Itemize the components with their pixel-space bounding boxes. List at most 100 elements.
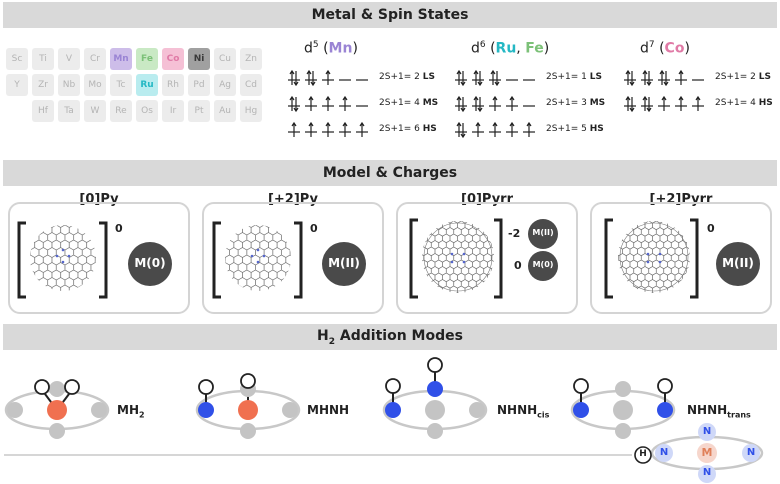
spin-up-arrow <box>359 121 365 137</box>
spin-up-arrow <box>526 121 532 137</box>
mode-label: MHNH <box>307 403 350 417</box>
spin-down-arrow <box>293 71 299 87</box>
legend-n-label: N <box>702 426 712 437</box>
mode-nhnh-trans-diagram <box>573 378 673 439</box>
charge-label: 0 <box>310 222 318 235</box>
element-cell-tc: Tc <box>110 74 132 96</box>
spin-multiplicity-label: 2S+1= 4 MS <box>379 98 439 108</box>
orbital-diagram <box>288 121 368 137</box>
element-cell-rh: Rh <box>162 74 184 96</box>
spin-multiplicity-label: 2S+1= 2 LS <box>715 72 771 82</box>
spin-down-arrow <box>646 97 652 113</box>
spin-up-arrow <box>473 69 479 85</box>
mode-nhnh-cis-diagram <box>385 357 485 439</box>
metal-label: M(II) <box>722 256 754 270</box>
element-cell-y: Y <box>6 74 28 96</box>
atom-legend <box>634 423 760 483</box>
element-cell-v: V <box>58 48 80 70</box>
metal-name: Ru <box>495 40 517 57</box>
spin-down-arrow <box>646 71 652 87</box>
spin-multiplicity-label: 2S+1= 5 HS <box>546 124 604 134</box>
model-panel-2pyrr <box>590 202 772 314</box>
orbital-diagram <box>455 95 535 113</box>
spin-multiplicity-label: 2S+1= 3 MS <box>546 98 606 108</box>
element-cell-w: W <box>84 100 106 122</box>
spin-up-arrow <box>289 69 295 85</box>
spin-up-arrow <box>492 121 498 137</box>
spin-up-arrow <box>642 69 648 85</box>
spin-down-arrow <box>310 71 316 87</box>
spin-up-arrow <box>456 95 462 111</box>
element-cell-fe: Fe <box>136 48 158 70</box>
spin-multiplicity-label: 2S+1= 2 LS <box>379 72 435 82</box>
legend-m-label: M <box>701 446 713 459</box>
spin-up-arrow <box>291 121 297 137</box>
mode-label: NHNHcis <box>497 403 550 420</box>
spin-up-arrow <box>289 95 295 111</box>
element-cell-au: Au <box>214 100 236 122</box>
element-cell-co: Co <box>162 48 184 70</box>
spin-up-arrow <box>342 121 348 137</box>
element-cell-ni: Ni <box>188 48 210 70</box>
section-header-metal-spin: Metal & Spin States <box>3 2 777 28</box>
element-cell-ru: Ru <box>136 74 158 96</box>
element-cell-hg: Hg <box>240 100 262 122</box>
element-cell-pt: Pt <box>188 100 210 122</box>
metal-label: M(II) <box>328 256 360 270</box>
spin-down-arrow <box>629 97 635 113</box>
element-cell-mn: Mn <box>110 48 132 70</box>
section-title: Model & Charges <box>322 165 458 181</box>
charge-label: 0 <box>115 222 123 235</box>
element-cell-zr: Zr <box>32 74 54 96</box>
spin-down-arrow <box>629 71 635 87</box>
spin-up-arrow <box>509 121 515 137</box>
spin-up-arrow <box>659 69 665 85</box>
spin-up-arrow <box>678 95 684 111</box>
d-config-header: d5 (Mn) <box>304 40 358 57</box>
element-cell-ti: Ti <box>32 48 54 70</box>
model-panel-0pyrr <box>396 202 578 314</box>
element-cell-zn: Zn <box>240 48 262 70</box>
charge-label: 0 <box>707 222 715 235</box>
spin-down-arrow <box>293 97 299 113</box>
spin-up-arrow <box>325 95 331 111</box>
mode-label: NHNHtrans <box>687 403 751 420</box>
section-header-model-charges: Model & Charges <box>3 160 777 186</box>
spin-up-arrow <box>661 95 667 111</box>
element-cell-sc: Sc <box>6 48 28 70</box>
spin-up-arrow <box>492 95 498 111</box>
spin-up-arrow <box>308 121 314 137</box>
spin-up-arrow <box>678 69 684 85</box>
metal-name: Mn <box>328 40 353 57</box>
spin-up-arrow <box>695 95 701 111</box>
spin-up-arrow <box>308 95 314 111</box>
d-config-header: d7 (Co) <box>640 40 690 57</box>
orbital-diagram <box>455 69 535 87</box>
metal-name: Co <box>664 40 685 57</box>
spin-up-arrow <box>342 95 348 111</box>
spin-up-arrow <box>625 95 631 111</box>
spin-up-arrow <box>490 69 496 85</box>
spin-down-arrow <box>460 71 466 87</box>
spin-up-arrow <box>306 69 312 85</box>
legend-n-label: N <box>746 447 756 458</box>
element-cell-cd: Cd <box>240 74 262 96</box>
spin-multiplicity-label: 2S+1= 4 HS <box>715 98 773 108</box>
spin-down-arrow <box>494 71 500 87</box>
spin-up-arrow <box>509 95 515 111</box>
metal-label: M(II) <box>532 228 554 237</box>
metal-name: Fe <box>525 40 544 57</box>
d-config-header: d6 (Ru, Fe) <box>471 40 550 57</box>
element-cell-cr: Cr <box>84 48 106 70</box>
spin-down-arrow <box>477 97 483 113</box>
spin-up-arrow <box>473 95 479 111</box>
section-title: H2 Addition Modes <box>317 327 463 347</box>
model-panel-0py <box>8 202 190 314</box>
spin-up-arrow <box>325 69 331 85</box>
element-cell-nb: Nb <box>58 74 80 96</box>
element-cell-hf: Hf <box>32 100 54 122</box>
mode-mh2-diagram <box>7 379 107 439</box>
legend-n-label: N <box>659 447 669 458</box>
element-cell-ta: Ta <box>58 100 80 122</box>
